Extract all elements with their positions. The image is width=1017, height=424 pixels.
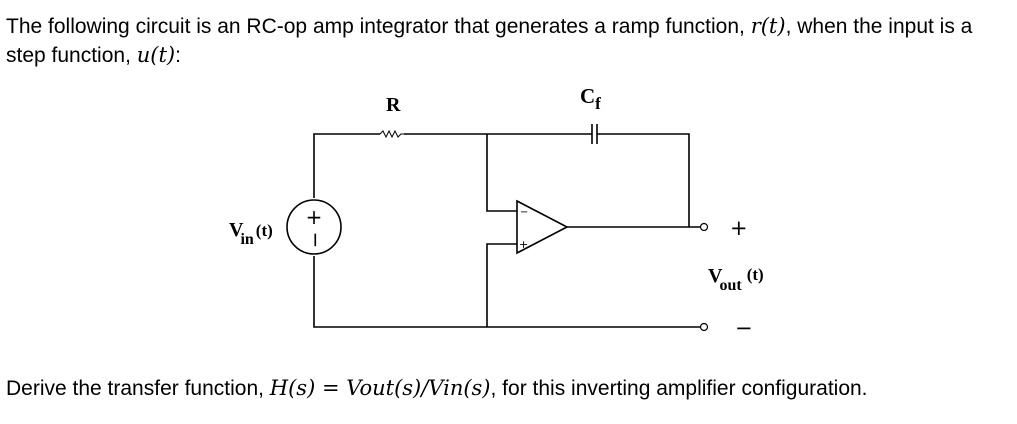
output-terminal-negative (699, 322, 709, 332)
intro-paragraph: The following circuit is an RC-op amp in… (6, 12, 1006, 70)
output-minus-label: − (735, 316, 753, 340)
transfer-function-expression: H(s) = Vout(s)/Vin(s) (269, 376, 491, 400)
source-wire-top (313, 133, 380, 198)
feedback-wire (597, 133, 690, 227)
resistor-label: R (386, 94, 401, 116)
noninverting-input-wire (486, 243, 517, 327)
source-wire-bottom (313, 256, 700, 328)
op-amp-triangle (516, 199, 569, 255)
resistor-zigzag (379, 129, 404, 139)
source-voltage-label: Vin(t) (229, 219, 273, 248)
question-text-2: , for this inverting amplifier configura… (490, 377, 868, 400)
opamp-plus-sign: + (519, 238, 528, 251)
intro-text-2: , when the input is a step function, (6, 15, 973, 67)
output-terminal-positive (699, 222, 709, 232)
source-minus-sign: − (304, 232, 328, 249)
ramp-function-symbol: r(t) (750, 14, 786, 38)
question-paragraph: Derive the transfer function, H(s) = Vou… (6, 374, 1011, 403)
step-function-symbol: u(t) (136, 43, 176, 67)
output-plus-label: + (730, 216, 748, 240)
intro-text-3: : (175, 44, 181, 67)
opamp-minus-sign: − (520, 207, 528, 218)
capacitor-label: Cf (580, 84, 601, 113)
source-plus-sign: + (306, 205, 323, 229)
intro-text-1: The following circuit is an RC-op amp in… (6, 15, 751, 38)
output-voltage-label: Vout(t) (708, 265, 764, 294)
inverting-input-wire (486, 134, 517, 212)
question-text-1: Derive the transfer function, (6, 377, 270, 400)
voltage-source-circle (286, 199, 342, 255)
